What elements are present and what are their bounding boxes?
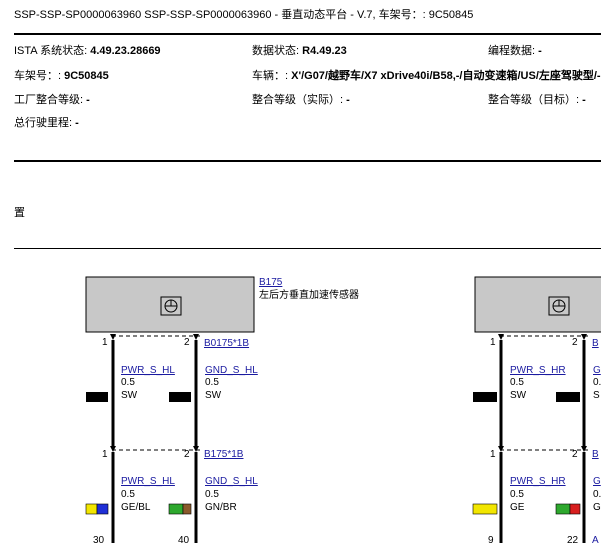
component-description: 左后方垂直加速传感器 (259, 288, 359, 301)
signal-link[interactable]: G (593, 365, 601, 376)
header-divider (14, 33, 601, 35)
wire-color: SW (205, 390, 222, 401)
connector-link-b175-1b[interactable]: B175*1B (204, 449, 244, 460)
pin-number: 40 (178, 535, 190, 543)
wire-size: 0.5 (205, 377, 219, 388)
total-mileage: 总行驶里程: - (14, 117, 79, 129)
wire-size: 0.5 (121, 489, 135, 500)
vin-info: 车架号：: 9C50845 (14, 70, 109, 82)
ilevel-actual: 整合等级（实际）: - (252, 94, 350, 106)
connector-pin-top-1 (110, 334, 116, 340)
wire-size: 0. (593, 489, 601, 500)
wire-size: 0.5 (205, 489, 219, 500)
signal-link[interactable]: GND_S_HL (205, 365, 258, 376)
connector-link[interactable]: A (592, 535, 599, 543)
info-divider (14, 160, 601, 162)
connector-pin-bottom-1 (110, 446, 116, 452)
wire-color-swatch-gn (555, 503, 571, 515)
pin-number: 9 (488, 535, 494, 543)
wire-color: GE/BL (121, 502, 151, 513)
data-status: 数据状态: R4.49.23 (252, 45, 347, 57)
factory-ilevel: 工厂整合等级: - (14, 94, 90, 106)
wire-color-swatch-ge (85, 503, 98, 515)
wire-color-swatch (86, 392, 108, 402)
wire-color-swatch-ge (472, 503, 498, 515)
wire-color-swatch (473, 392, 497, 402)
sensor-symbol-icon (548, 296, 570, 316)
connector-link[interactable]: B (592, 338, 599, 349)
pin-number: 30 (93, 535, 105, 543)
wire-size: 0. (593, 377, 601, 388)
connector-link-b0175-1b[interactable]: B0175*1B (204, 338, 249, 349)
connector-pin-top-2 (193, 334, 199, 340)
wire-size: 0.5 (510, 489, 524, 500)
ilevel-target: 整合等级（目标）: - (488, 94, 586, 106)
pin-number: 2 (184, 449, 190, 460)
connector-pin (581, 446, 587, 452)
wire-color: SW (121, 390, 138, 401)
wire-color-swatch-rt (569, 503, 581, 515)
sensor-box-left (85, 276, 255, 333)
wire-color-swatch-gn (168, 503, 184, 515)
wire-color: G (593, 502, 601, 513)
pin-number: 22 (567, 535, 579, 543)
wire-color-swatch-bl (96, 503, 109, 515)
wire-color: S (593, 390, 600, 401)
wire-color: GN/BR (205, 502, 237, 513)
connector-pin (498, 334, 504, 340)
connector-pin (581, 334, 587, 340)
signal-link[interactable]: PWR_S_HL (121, 365, 175, 376)
signal-link[interactable]: PWR_S_HR (510, 476, 566, 487)
vehicle-info: 车辆：: X'/G07/越野车/X7 xDrive40i/B58,-/自动变速箱… (252, 70, 601, 82)
wire-color-swatch-br (182, 503, 192, 515)
wire-color: GE (510, 502, 525, 513)
wire-color: SW (510, 390, 527, 401)
pin-number: 2 (572, 449, 578, 460)
pin-number: 1 (102, 449, 108, 460)
connector-pin-bottom-2 (193, 446, 199, 452)
ista-status: ISTA 系统状态: 4.49.23.28669 (14, 45, 161, 57)
wire-size: 0.5 (121, 377, 135, 388)
connector-link[interactable]: B (592, 449, 599, 460)
pin-number: 2 (572, 337, 578, 348)
signal-link[interactable]: PWR_S_HR (510, 365, 566, 376)
component-link-b175[interactable]: B175 (259, 277, 283, 288)
section-divider (14, 248, 601, 249)
wire-color-swatch (556, 392, 580, 402)
signal-link[interactable]: GND_S_HL (205, 476, 258, 487)
wire-size: 0.5 (510, 377, 524, 388)
document-title: SSP-SSP-SP0000063960 SSP-SSP-SP000006396… (14, 9, 474, 21)
sensor-left (85, 276, 255, 333)
pin-number: 1 (490, 449, 496, 460)
connector-pin (498, 446, 504, 452)
sensor-symbol-icon (160, 296, 182, 316)
pin-number: 2 (184, 337, 190, 348)
pin-number: 1 (102, 337, 108, 348)
signal-link[interactable]: PWR_S_HL (121, 476, 175, 487)
wire-color-swatch (169, 392, 191, 402)
programming-data: 编程数据: - (488, 45, 542, 57)
section-label: 置 (14, 207, 25, 219)
signal-link[interactable]: G (593, 476, 601, 487)
sensor-box-right (474, 276, 601, 333)
pin-number: 1 (490, 337, 496, 348)
